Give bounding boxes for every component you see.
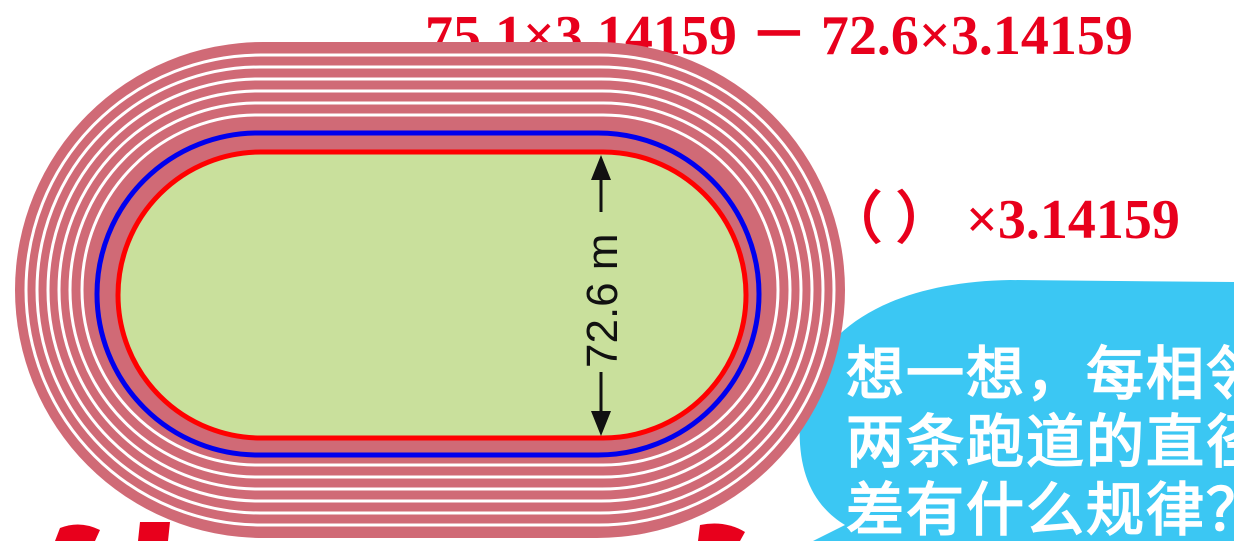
lane-line-1 (24, 53, 836, 527)
speech-bubble-shape (799, 280, 1234, 541)
formula-factored: （ ） ×3.14159 (826, 189, 1180, 251)
dimension-arrow (591, 155, 611, 436)
lane-line-3 (46, 77, 814, 503)
arrow-head-bottom (591, 411, 611, 436)
infield (118, 152, 746, 438)
lane-line-4 (57, 89, 803, 491)
lane-line-6 (80, 113, 780, 467)
bubble-line-2: 两条跑道的直径 (846, 408, 1234, 476)
arrow-head-top (591, 155, 611, 180)
bubble-line-1: 想一想，每相邻 (846, 340, 1234, 408)
lane-line-5 (68, 101, 792, 479)
dimension-label: 72.6 m (578, 233, 627, 368)
outer-lane-outline (94, 130, 762, 458)
inner-lane-outline (115, 149, 749, 441)
bubble-line-3: 差有什么规律？ (846, 476, 1234, 544)
lane-lines (24, 53, 836, 527)
lane-line-2 (35, 65, 825, 515)
